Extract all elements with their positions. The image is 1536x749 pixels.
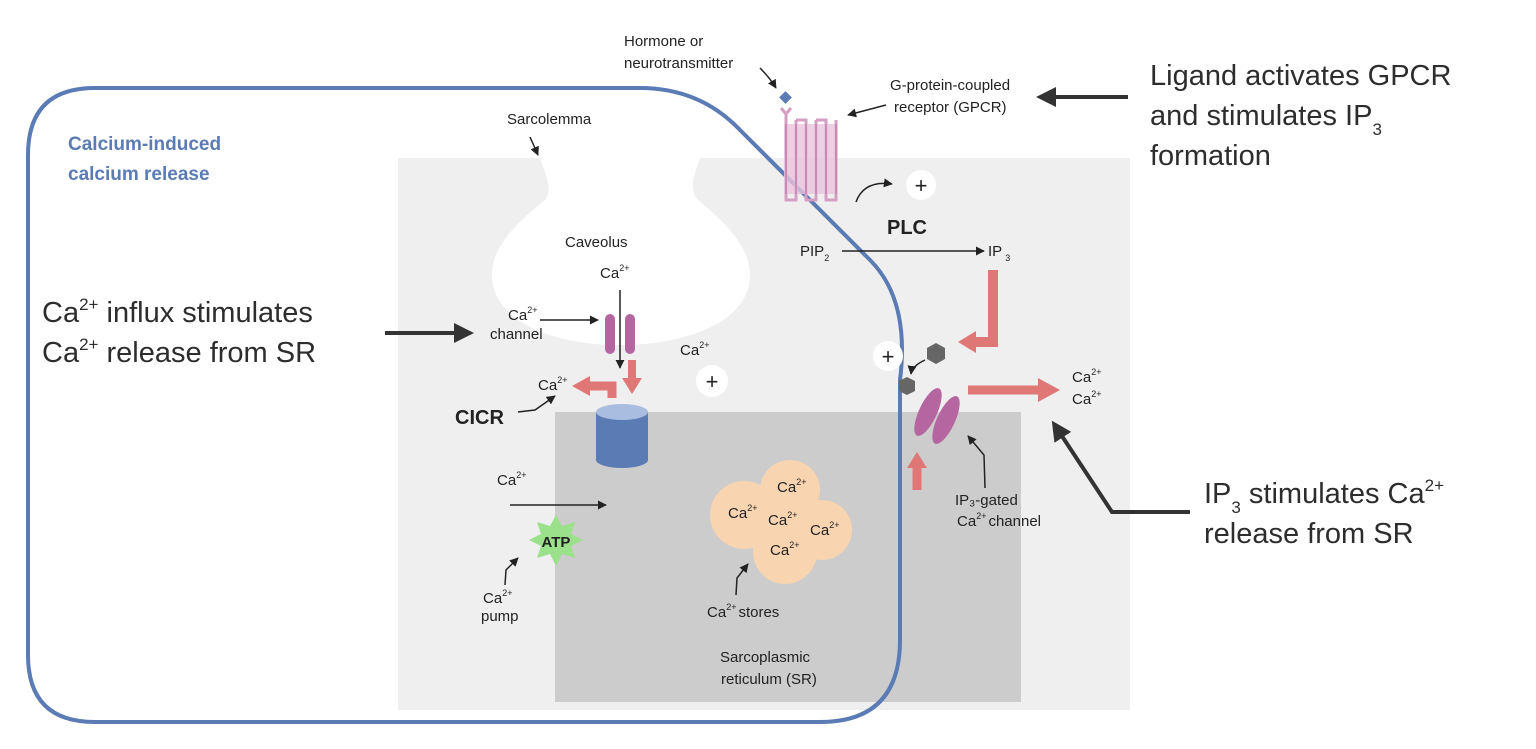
ca-channel-label-ca: Ca2+: [508, 305, 537, 324]
ca-channel-icon: [605, 314, 635, 354]
sarcolemma-label: Sarcolemma: [507, 111, 592, 128]
hormone-label-1: Hormone or: [624, 33, 703, 50]
plus-icon-cicr: [696, 365, 728, 397]
gpcr-label-2: receptor (GPCR): [894, 99, 1007, 116]
cicr-pointer: [517, 395, 556, 413]
plus-sign-ip3: +: [882, 344, 895, 369]
ca-stores-pointer: [735, 563, 749, 596]
plus-icon-plc: [906, 170, 936, 200]
red-arrowhead-right-release: [1038, 378, 1060, 402]
gpcr-icon: [779, 107, 838, 202]
ip3-bound-icon: [899, 377, 915, 395]
svg-text:Ca2+: Ca2+: [810, 520, 839, 539]
ip3-channel-label-1: IP₃-gated: [955, 492, 1018, 509]
ca-cytoplasm-label: Ca2+: [680, 340, 709, 359]
region-title-line-2: calcium release: [68, 164, 210, 185]
svg-text:Ca2+: Ca2+: [777, 477, 806, 496]
ip3-callout-arrow: [1051, 420, 1190, 514]
ca-pump-flow-label: Ca2+: [497, 470, 526, 489]
ca-stores-label: Ca2+stores: [707, 602, 779, 621]
ca-stores-icon: [710, 460, 852, 584]
red-arrowhead-down-cicr: [622, 378, 642, 394]
influx-callout-2: Ca2+ release from SR: [42, 335, 316, 369]
ip3-gated-channel-icon: [914, 388, 960, 444]
cicr-label: CICR: [455, 407, 504, 429]
ca-stores-labels: Ca2+ Ca2+ Ca2+ Ca2+ Ca2+: [728, 477, 839, 559]
ca-pump-label: pump: [481, 608, 519, 625]
red-arrowhead-ip3: [958, 331, 976, 353]
svg-text:Ca2+: Ca2+: [770, 540, 799, 559]
plus-icon-ip3: [873, 341, 903, 371]
caveolus-label: Caveolus: [565, 234, 628, 251]
caveolus: [492, 158, 750, 345]
ligand-icon: [779, 91, 792, 104]
gpcr-label-1: G-protein-coupled: [890, 77, 1010, 94]
svg-text:Ca2+: Ca2+: [728, 503, 757, 522]
ligand-callout-2: and stimulates IP3: [1150, 100, 1382, 139]
ca-channel-label: channel: [490, 326, 543, 343]
plc-activation-arrow: [855, 178, 893, 203]
ip3-channel-label-2: Ca2+channel: [957, 511, 1041, 530]
gpcr-pointer: [847, 104, 887, 118]
ca-pump-label-ca: Ca2+: [483, 588, 512, 607]
ip3-binding-arrow: [907, 359, 926, 375]
cicr-region-border: [26, 86, 904, 724]
ca-caveolus-label: Ca2+: [600, 263, 629, 282]
pip2-label: PIP2: [800, 243, 829, 263]
hormone-arrow: [759, 67, 777, 89]
hormone-label-2: neurotransmitter: [624, 55, 733, 72]
plus-sign-cicr: +: [706, 369, 719, 394]
sr-label-1: Sarcoplasmic: [720, 649, 811, 666]
ip3-callout-2: release from SR: [1204, 518, 1414, 550]
ip3-channel-pointer: [967, 435, 986, 489]
svg-text:Ca2+: Ca2+: [768, 510, 797, 529]
ca-released-label: Ca2+: [538, 375, 567, 394]
ca-out-label-2: Ca2+: [1072, 389, 1101, 408]
plc-label: PLC: [887, 217, 927, 239]
ca-out-label-1: Ca2+: [1072, 367, 1101, 386]
ip3-molecule-icon: [927, 343, 945, 364]
ligand-callout-3: formation: [1150, 140, 1271, 172]
influx-callout-1: Ca2+ influx stimulates: [42, 295, 313, 329]
ryanodine-receptor-icon: [596, 404, 648, 468]
red-arrow-left-cicr: [588, 381, 617, 398]
red-arrowhead-left-cicr: [572, 376, 590, 396]
red-arrowhead-up-sr: [907, 452, 927, 468]
red-arrow-ip3: [975, 270, 998, 347]
atp-icon: ATP: [529, 515, 583, 566]
ip3-callout-1: IP3 stimulates Ca2+: [1204, 476, 1444, 517]
svg-text:ATP: ATP: [542, 534, 571, 551]
ligand-callout-1: Ligand activates GPCR: [1150, 60, 1451, 92]
plus-sign-plc: +: [915, 173, 928, 198]
sarcolemma-arrow: [529, 136, 539, 156]
sr-label-2: reticulum (SR): [721, 671, 817, 688]
ca-pump-pointer: [504, 557, 519, 586]
region-title-line-1: Calcium-induced: [68, 134, 221, 155]
